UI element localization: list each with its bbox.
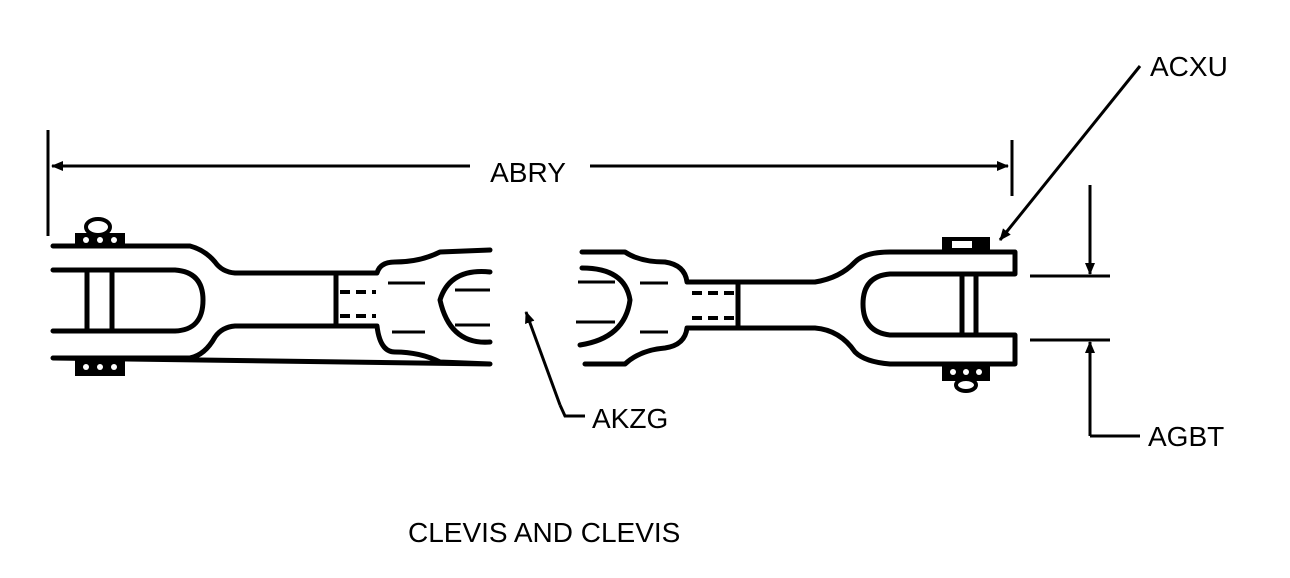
- label-akzg: AKZG: [592, 403, 668, 434]
- leader-akzg: [524, 311, 562, 406]
- left-cotter-pin: [84, 217, 112, 237]
- label-acxu: ACXU: [1150, 51, 1228, 82]
- caption: CLEVIS AND CLEVIS: [408, 517, 680, 548]
- callout-acxu: ACXU: [998, 51, 1228, 241]
- leader-acxu: [998, 65, 1142, 241]
- label-abry: ABRY: [490, 157, 566, 188]
- right-clevis-outline: [579, 249, 1018, 367]
- callout-akzg: AKZG: [524, 311, 668, 434]
- left-clevis: [50, 217, 493, 376]
- left-clevis-slot: [50, 267, 206, 334]
- left-clevis-outline: [50, 243, 493, 367]
- right-body-cup: [577, 265, 633, 348]
- label-agbt: AGBT: [1148, 421, 1224, 452]
- dimension-agbt: AGBT: [1030, 185, 1224, 452]
- left-body-cup: [437, 269, 493, 345]
- dimension-abry: ABRY: [46, 130, 1014, 236]
- right-clevis: [576, 237, 1018, 393]
